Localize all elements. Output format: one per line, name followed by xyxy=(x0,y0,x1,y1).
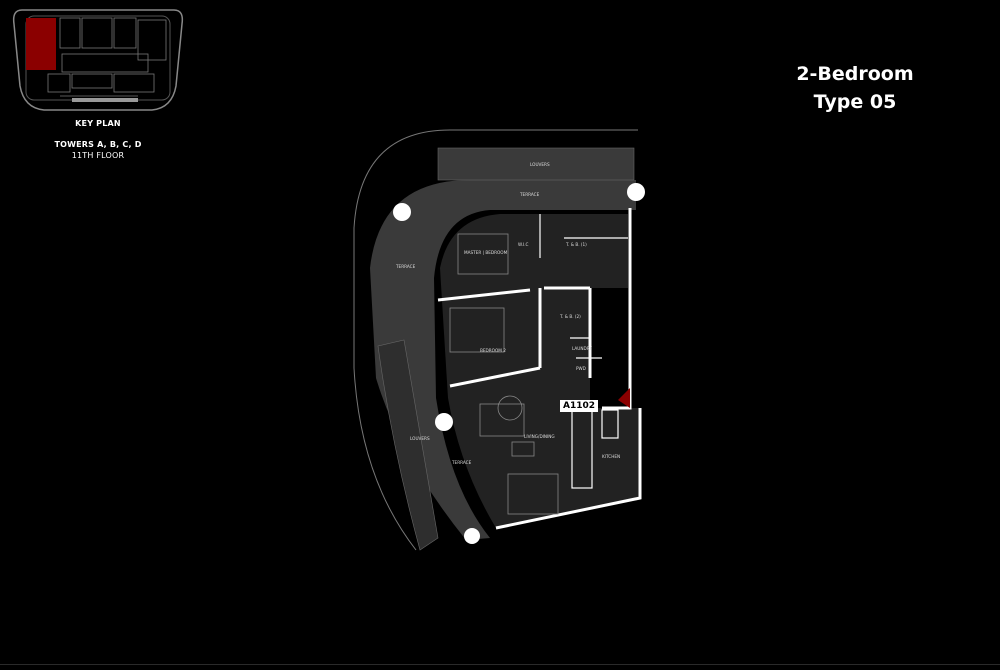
key-plan-diagram xyxy=(12,9,184,111)
footer-divider xyxy=(0,664,1000,665)
unit-number-tag: A1102 xyxy=(560,400,599,412)
terrace-area xyxy=(370,180,636,540)
unit-type-line1: 2-Bedroom xyxy=(796,63,914,85)
left-louvers xyxy=(377,339,439,551)
key-plan-towers: TOWERS A, B, C, D xyxy=(54,140,142,149)
entry-marker xyxy=(618,388,630,408)
top-louvers xyxy=(437,147,635,181)
label-living-dining: LIVING/DINING xyxy=(524,434,555,439)
key-plan-title: KEY PLAN xyxy=(75,119,121,128)
label-louvers-left: LOUVERS xyxy=(410,436,430,441)
key-plan-floor: 11TH FLOOR xyxy=(71,151,125,160)
label-wic: W.I.C xyxy=(518,242,529,247)
label-laundry: LAUNDRY xyxy=(572,346,592,351)
label-bath-1: T. & B. (1) xyxy=(565,242,587,247)
label-powder: PWD xyxy=(576,366,586,371)
unit-type-title: 2-Bedroom Type 05 xyxy=(760,60,950,116)
unit-highlight xyxy=(26,18,56,70)
label-master-bedroom: MASTER | BEDROOM xyxy=(464,250,508,255)
column-markers xyxy=(393,183,645,544)
label-bedroom-2: BEDROOM 2 xyxy=(480,348,506,353)
unit-type-line2: Type 05 xyxy=(813,91,897,113)
unit-interior xyxy=(440,214,640,528)
label-terrace-left: TERRACE xyxy=(395,264,416,269)
label-terrace-top: TERRACE xyxy=(519,192,540,197)
label-bath-2: T. & B. (2) xyxy=(559,314,581,319)
label-kitchen: KITCHEN xyxy=(602,454,620,459)
floor-plan: TERRACE LOUVERS TERRACE LOUVERS TERRACE … xyxy=(353,129,645,551)
label-louvers-top: LOUVERS xyxy=(530,162,550,167)
label-terrace-bottom: TERRACE xyxy=(451,460,472,465)
